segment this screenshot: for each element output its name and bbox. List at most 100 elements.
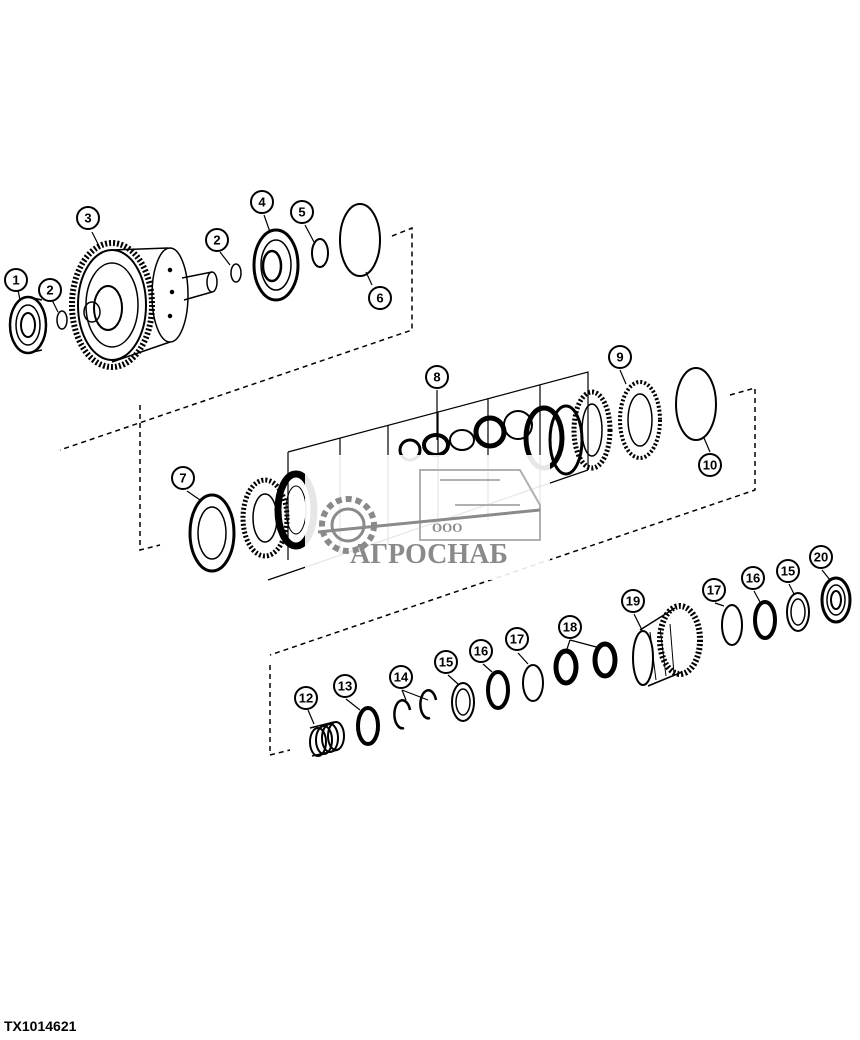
callout-7: 7 — [171, 466, 195, 490]
callout-14: 14 — [389, 665, 413, 689]
callout-circle — [76, 206, 100, 230]
bracket-bottom — [269, 665, 291, 756]
snap-ring-icon — [393, 699, 412, 730]
washer-icon — [486, 670, 510, 710]
callout-8: 8 — [425, 365, 449, 389]
bracket-top — [59, 226, 413, 451]
callout-number: 12 — [299, 691, 313, 706]
callout-number: 14 — [394, 670, 409, 685]
callout-circle — [434, 650, 458, 674]
callout-number: 3 — [84, 211, 91, 226]
snap-ring-icon — [252, 228, 300, 302]
washer-icon — [522, 664, 544, 702]
callout-circle — [250, 190, 274, 214]
callout-number: 7 — [179, 471, 186, 486]
o-ring-icon — [311, 238, 329, 268]
callout-circle — [608, 345, 632, 369]
callout-circle — [38, 278, 62, 302]
callout-4: 4 — [250, 190, 274, 214]
snap-ring-icon — [419, 689, 438, 720]
callout-circle — [698, 453, 722, 477]
callout-circle — [741, 566, 765, 590]
callout-number: 1 — [12, 273, 19, 288]
callout-circle — [333, 674, 357, 698]
o-ring-icon — [675, 367, 717, 441]
callout-2: 2 — [38, 278, 62, 302]
callout-number: 13 — [338, 679, 352, 694]
callout-number: 8 — [433, 370, 440, 385]
callout-19: 19 — [621, 589, 645, 613]
callout-15: 15 — [434, 650, 458, 674]
callout-10: 10 — [698, 453, 722, 477]
callout-circle — [469, 639, 493, 663]
callout-circle — [294, 686, 318, 710]
callout-20: 20 — [809, 545, 833, 569]
washer-icon — [451, 682, 475, 722]
callout-number: 17 — [707, 583, 721, 598]
washer-icon — [721, 604, 743, 646]
callout-9: 9 — [608, 345, 632, 369]
callout-number: 4 — [258, 195, 266, 210]
bearing-icon — [553, 641, 618, 686]
washer-icon — [356, 706, 380, 746]
callout-12: 12 — [294, 686, 318, 710]
spring-icon — [309, 721, 345, 757]
group-top-shaft — [8, 203, 413, 451]
callout-16: 16 — [469, 639, 493, 663]
callout-17: 17 — [505, 627, 529, 651]
o-ring-icon — [56, 310, 68, 330]
callout-number: 6 — [376, 291, 383, 306]
callout-3: 3 — [76, 206, 100, 230]
gear-icon — [632, 603, 703, 687]
callout-number: 20 — [814, 550, 828, 565]
callout-circle — [558, 615, 582, 639]
watermark-prefix: ООО — [432, 520, 462, 535]
callout-circle — [702, 578, 726, 602]
callout-circle — [425, 365, 449, 389]
o-ring-icon — [230, 263, 242, 283]
callout-number: 9 — [616, 350, 623, 365]
callout-circle — [4, 268, 28, 292]
callout-number: 15 — [781, 564, 795, 579]
callout-16: 16 — [741, 566, 765, 590]
callout-number: 2 — [213, 233, 220, 248]
callout-18: 18 — [558, 615, 582, 639]
bearing-icon — [820, 576, 852, 624]
washer-icon — [786, 592, 810, 632]
bracket-middle — [139, 387, 756, 656]
washer-icon — [188, 493, 236, 573]
callout-5: 5 — [290, 200, 314, 224]
o-ring-icon — [339, 203, 381, 277]
callout-circle — [505, 627, 529, 651]
callout-13: 13 — [333, 674, 357, 698]
callout-17: 17 — [702, 578, 726, 602]
callout-number: 2 — [46, 283, 53, 298]
watermark-harvester-icon — [419, 469, 541, 541]
callout-circle — [171, 466, 195, 490]
callout-number: 15 — [439, 655, 453, 670]
figure-id: TX1014621 — [4, 1018, 77, 1034]
callout-circle — [368, 286, 392, 310]
callout-number: 18 — [563, 620, 577, 635]
callout-circle — [809, 545, 833, 569]
watermark: ООО АГРОСНАБ — [305, 455, 550, 580]
washer-icon — [753, 600, 777, 640]
callout-1: 1 — [4, 268, 28, 292]
callout-number: 16 — [474, 644, 488, 659]
gear-icon — [69, 240, 218, 370]
clutch-disc-icon — [618, 380, 662, 460]
callout-2: 2 — [205, 228, 229, 252]
callout-number: 17 — [510, 632, 524, 647]
callout-circle — [621, 589, 645, 613]
watermark-name: АГРОСНАБ — [350, 539, 508, 570]
callout-circle — [776, 559, 800, 583]
bearing-icon — [8, 295, 48, 355]
callout-number: 10 — [703, 458, 717, 473]
group-lower-parts — [269, 576, 852, 757]
callout-circle — [205, 228, 229, 252]
callout-6: 6 — [368, 286, 392, 310]
callout-number: 5 — [298, 205, 305, 220]
callout-circle — [389, 665, 413, 689]
